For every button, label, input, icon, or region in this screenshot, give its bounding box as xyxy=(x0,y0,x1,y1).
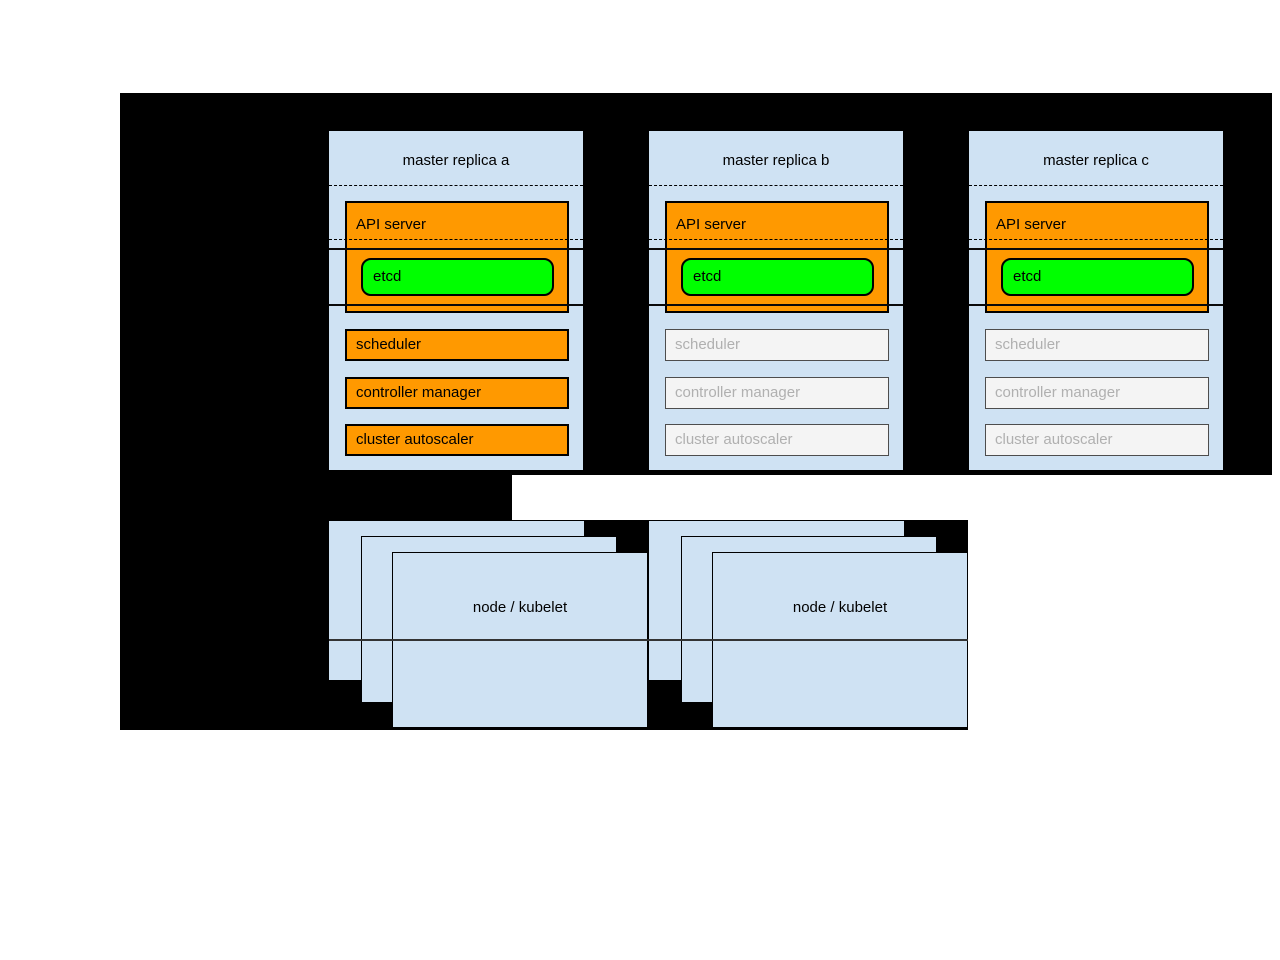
cluster-autoscaler-box: cluster autoscaler xyxy=(665,424,889,456)
scheduler-box: scheduler xyxy=(345,329,569,361)
solid-divider xyxy=(649,248,903,250)
cluster-autoscaler-box: cluster autoscaler xyxy=(345,424,569,456)
etcd-label: etcd xyxy=(693,268,722,285)
api-server-label: API server xyxy=(996,216,1067,233)
api-server-box: API server etcd xyxy=(665,201,889,313)
solid-divider xyxy=(329,304,583,306)
etcd-box: etcd xyxy=(681,258,874,296)
node-compartment-divider xyxy=(329,639,968,641)
replica-title: master replica b xyxy=(722,152,830,169)
solid-divider xyxy=(969,248,1223,250)
dashed-divider xyxy=(329,239,583,240)
controller-manager-box: controller manager xyxy=(985,377,1209,409)
controller-manager-box: controller manager xyxy=(345,377,569,409)
dashed-divider xyxy=(649,185,903,186)
dashed-divider xyxy=(329,185,583,186)
black-background-strip xyxy=(120,475,512,520)
replica-title: master replica c xyxy=(1043,152,1149,169)
solid-divider xyxy=(649,304,903,306)
api-server-label: API server xyxy=(356,216,427,233)
solid-divider xyxy=(329,248,583,250)
api-server-box: API server etcd xyxy=(345,201,569,313)
api-server-label: API server xyxy=(676,216,747,233)
solid-divider xyxy=(969,304,1223,306)
api-server-box: API server etcd xyxy=(985,201,1209,313)
etcd-box: etcd xyxy=(361,258,554,296)
scheduler-box: scheduler xyxy=(665,329,889,361)
master-replica-a: master replica a API server etcd schedul… xyxy=(328,130,584,471)
controller-manager-box: controller manager xyxy=(665,377,889,409)
master-replica-b: master replica b API server etcd schedul… xyxy=(648,130,904,471)
dashed-divider xyxy=(969,185,1223,186)
etcd-box: etcd xyxy=(1001,258,1194,296)
scheduler-box: scheduler xyxy=(985,329,1209,361)
cluster-autoscaler-box: cluster autoscaler xyxy=(985,424,1209,456)
node-kubelet-label: node / kubelet xyxy=(792,599,888,616)
etcd-label: etcd xyxy=(373,268,402,285)
etcd-label: etcd xyxy=(1013,268,1042,285)
dashed-divider xyxy=(649,239,903,240)
master-replica-c: master replica c API server etcd schedul… xyxy=(968,130,1224,471)
node-kubelet-label: node / kubelet xyxy=(472,599,568,616)
dashed-divider xyxy=(969,239,1223,240)
replica-title: master replica a xyxy=(402,152,510,169)
